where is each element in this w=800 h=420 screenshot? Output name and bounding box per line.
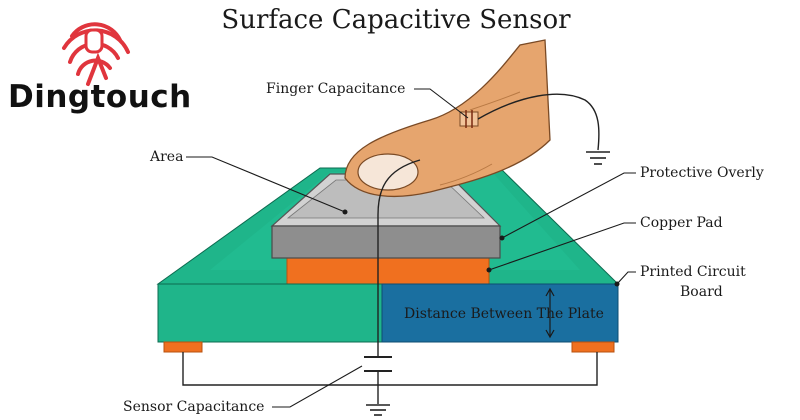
finger-ground-icon: [586, 151, 610, 165]
diagram-title: Surface Capacitive Sensor: [221, 5, 571, 35]
leader-sensor-capacitance: [272, 365, 363, 408]
label-sensor-capacitance: Sensor Capacitance: [123, 399, 264, 415]
leader-copper-pad: [488, 222, 636, 271]
fingernail: [357, 153, 419, 191]
finger: [344, 39, 551, 197]
brand-logo-icon: [62, 22, 130, 86]
leader-protective-dot: [499, 235, 505, 241]
protective-overlay-front: [271, 225, 501, 259]
finger-ground-wire: [477, 93, 600, 151]
bottom-contact-left: [163, 341, 203, 353]
leader-protective-overly: [501, 172, 636, 239]
distance-arrow: [545, 287, 555, 339]
leader-pcb: [616, 271, 636, 285]
sensor-capacitor-symbol: [364, 356, 392, 372]
distance-region: [381, 283, 619, 343]
distance-label: Distance Between The Plate: [404, 306, 604, 322]
bottom-contact-right: [571, 341, 615, 353]
copper-pad: [286, 257, 490, 285]
finger-capacitor-symbol: [459, 110, 479, 128]
leader-finger-capacitance: [414, 88, 469, 119]
leader-copper-dot: [486, 267, 492, 273]
label-protective-overly: Protective Overly: [640, 165, 764, 181]
sensor-ground-icon: [366, 404, 390, 416]
leader-area-dot: [342, 209, 348, 215]
label-pcb-line2: Board: [680, 284, 723, 300]
leader-area: [186, 156, 346, 213]
label-area: Area: [149, 149, 183, 165]
brand-name: Dingtouch: [8, 79, 192, 115]
label-copper-pad: Copper Pad: [640, 215, 723, 231]
sensor-wire: [377, 159, 421, 356]
bottom-circuit-wire: [182, 352, 598, 386]
leader-pcb-dot: [614, 281, 620, 287]
label-pcb-line1: Printed Circuit: [640, 264, 746, 280]
label-finger-capacitance: Finger Capacitance: [266, 81, 405, 97]
